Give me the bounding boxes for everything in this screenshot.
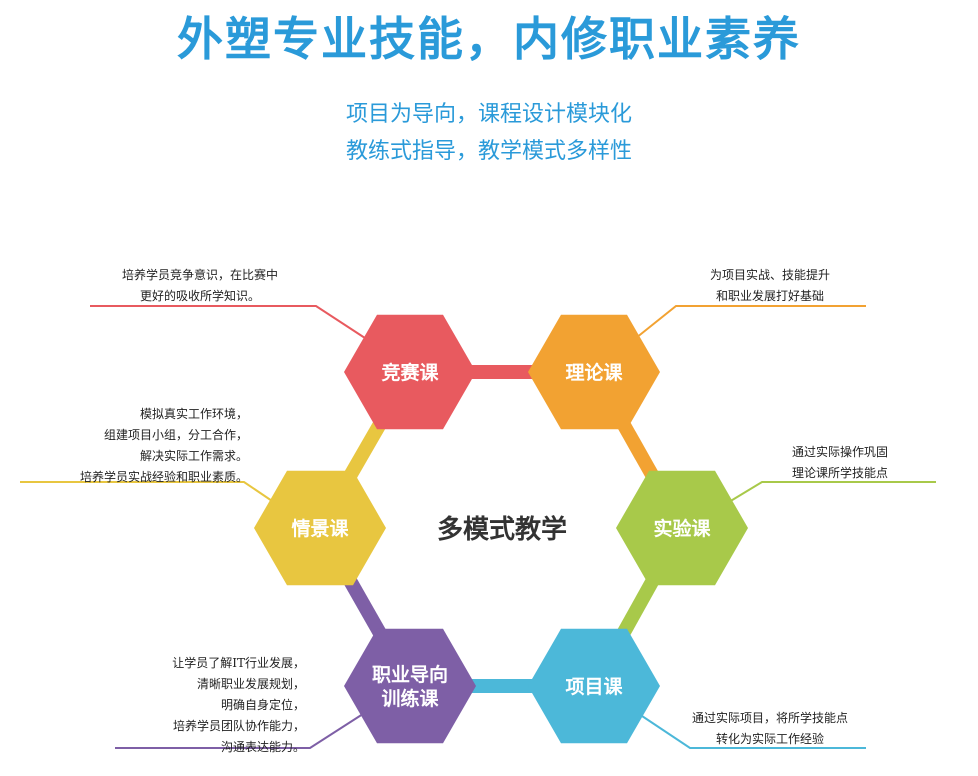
subtitle-line-2: 教练式指导，教学模式多样性: [345, 139, 632, 164]
project-description: 通过实际项目，将所学技能点转化为实际工作经验: [670, 708, 870, 750]
competition-label: 竞赛课: [381, 361, 439, 384]
career-description-line: 明确自身定位，: [220, 698, 305, 712]
career-description-line: 让学员了解IT行业发展，: [172, 656, 305, 670]
career-description: 让学员了解IT行业发展， 清晰职业发展规划， 明确自身定位， 培养学员团队协作能力， 沟…: [115, 653, 305, 758]
career-description-line: 培养学员团队协作能力，: [172, 719, 305, 733]
theory-label: 理论课: [565, 361, 623, 384]
scenario-description: 模拟真实工作环境， 组建项目小组，分工合作， 解决实际工作需求。培养学员实战经验和职…: [20, 404, 248, 488]
experiment-description: 通过实际操作巩固理论课所学技能点: [745, 442, 935, 484]
theory-hexagon: [528, 314, 660, 430]
competition-hexagon: [344, 314, 476, 430]
project-label: 项目课: [565, 676, 623, 698]
career-description-line: 清晰职业发展规划，: [196, 677, 305, 691]
theory-leader-line: [635, 305, 866, 339]
scenario-leader-line: [20, 481, 279, 506]
theory-description-line: 为项目实战、技能提升: [709, 268, 830, 282]
career-label: 训练课: [381, 687, 439, 710]
career-leader-line: [115, 711, 367, 749]
project-leader-line: [635, 711, 866, 749]
scenario-hexagon: [254, 470, 386, 586]
scenario-label: 情景课: [291, 517, 349, 540]
project-description-line: 转化为实际工作经验: [715, 732, 824, 746]
experiment-hexagon: [616, 470, 748, 586]
scenario-description-line: 组建项目小组，分工合作，: [103, 428, 248, 442]
center-label: 多模式教学: [437, 514, 567, 545]
experiment-leader-line: [723, 481, 936, 506]
hex-node-theory: 理论课: [528, 314, 660, 430]
project-hexagon: [528, 628, 660, 744]
scenario-description-line: 培养学员实战经验和职业素质。: [79, 470, 248, 484]
hex-node-project: 项目课: [528, 628, 660, 744]
career-label: 职业导向: [372, 663, 448, 686]
hex-node-competition: 竞赛课: [344, 314, 476, 430]
scenario-description-line: 解决实际工作需求。: [139, 449, 248, 463]
competition-leader-line: [90, 305, 369, 341]
career-hexagon: [344, 628, 476, 744]
theory-description: 为项目实战、技能提升和职业发展打好基础: [670, 265, 870, 307]
hex-node-experiment: 实验课: [616, 470, 748, 586]
career-description-line: 沟通表达能力。: [220, 740, 305, 754]
experiment-description-line: 通过实际操作巩固: [791, 445, 888, 459]
competition-description-line: 更好的吸收所学知识。: [139, 289, 260, 303]
scenario-description-line: 模拟真实工作环境，: [139, 407, 248, 421]
competition-description-line: 培养学员竞争意识，在比赛中: [121, 268, 278, 282]
hex-node-scenario: 情景课: [254, 470, 386, 586]
theory-description-line: 和职业发展打好基础: [715, 289, 824, 303]
project-description-line: 通过实际项目，将所学技能点: [691, 711, 848, 725]
subtitle-line-1: 项目为导向，课程设计模块化: [345, 102, 632, 127]
experiment-label: 实验课: [653, 517, 711, 540]
competition-description: 培养学员竞争意识，在比赛中更好的吸收所学知识。: [90, 265, 310, 307]
leader-lines: [20, 305, 936, 749]
experiment-description-line: 理论课所学技能点: [791, 466, 888, 480]
page-title: 外塑专业技能，内修职业素养: [177, 12, 801, 66]
